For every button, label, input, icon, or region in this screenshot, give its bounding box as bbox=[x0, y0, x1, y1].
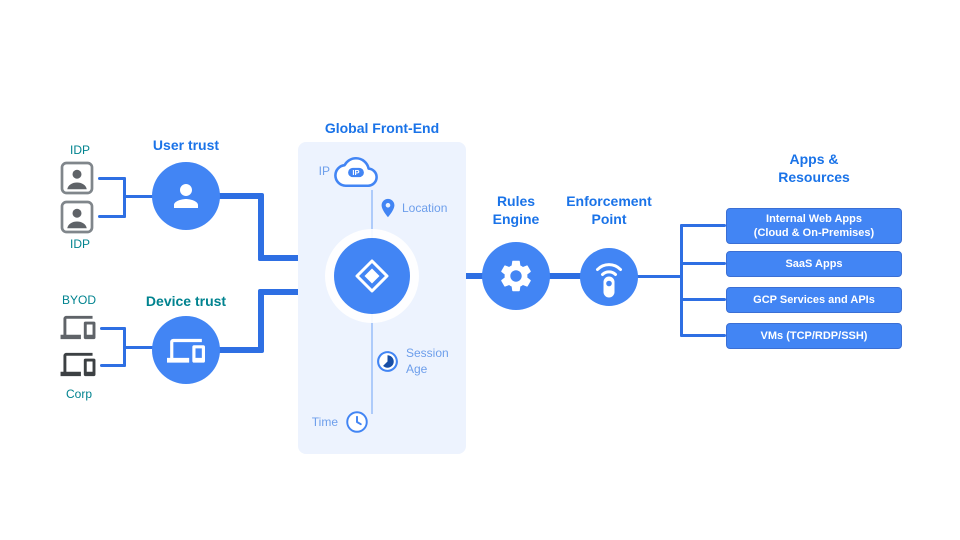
bracket-line bbox=[680, 334, 726, 337]
connector-line bbox=[98, 177, 126, 180]
app-item-gcp-services[interactable]: GCP Services and APIs bbox=[726, 287, 902, 313]
flow-line-main bbox=[546, 273, 584, 279]
ip-cloud-icon: IP bbox=[334, 156, 378, 188]
time-label: Time bbox=[311, 415, 338, 429]
device-trust-node bbox=[152, 316, 220, 384]
remote-signal-icon bbox=[596, 263, 622, 298]
session-age-icon bbox=[377, 351, 398, 372]
device-trust-label: Device trust bbox=[145, 293, 227, 309]
idp-user-icon bbox=[60, 200, 94, 234]
connector-line bbox=[123, 195, 157, 198]
gear-icon bbox=[501, 260, 531, 292]
byod-devices-icon bbox=[60, 315, 96, 340]
apps-resources-title: Apps & Resources bbox=[778, 151, 850, 186]
session-age-label: Session Age bbox=[406, 346, 449, 376]
location-label: Location bbox=[402, 201, 448, 215]
corp-label: Corp bbox=[66, 387, 93, 401]
user-trust-label: User trust bbox=[152, 137, 220, 153]
bracket-line bbox=[634, 275, 683, 278]
connector-line bbox=[100, 327, 126, 330]
user-trust-node bbox=[152, 162, 220, 230]
byod-label: BYOD bbox=[62, 293, 97, 307]
rules-engine-label: Rules Engine bbox=[492, 193, 540, 228]
global-front-end-title: Global Front-End bbox=[324, 120, 440, 136]
idp-user-icon bbox=[60, 161, 94, 195]
ip-badge-text: IP bbox=[352, 168, 359, 177]
connector-line bbox=[98, 215, 126, 218]
enforcement-point-node bbox=[580, 248, 638, 306]
flow-line-device bbox=[214, 347, 262, 353]
diamond-icon bbox=[355, 259, 389, 293]
bracket-line bbox=[680, 224, 726, 227]
flow-line-user bbox=[258, 193, 264, 261]
corp-devices-icon bbox=[60, 352, 96, 377]
app-item-saas-apps[interactable]: SaaS Apps bbox=[726, 251, 902, 277]
idp-bottom-label: IDP bbox=[70, 237, 91, 251]
bracket-line bbox=[680, 298, 726, 301]
devices-icon bbox=[167, 338, 205, 363]
app-item-internal-web-apps[interactable]: Internal Web Apps (Cloud & On-Premises) bbox=[726, 208, 902, 244]
person-icon bbox=[174, 184, 198, 208]
rules-engine-node bbox=[482, 242, 550, 310]
bracket-line bbox=[680, 262, 726, 265]
connector-line bbox=[100, 364, 126, 367]
flow-line-device bbox=[258, 291, 264, 353]
flow-line-user bbox=[214, 193, 262, 199]
idp-top-label: IDP bbox=[70, 143, 91, 157]
context-aware-access-node bbox=[334, 238, 410, 314]
time-clock-icon bbox=[346, 411, 368, 433]
location-pin-icon bbox=[381, 198, 395, 218]
enforcement-point-label: Enforcement Point bbox=[566, 193, 652, 228]
app-item-vms[interactable]: VMs (TCP/RDP/SSH) bbox=[726, 323, 902, 349]
connector-line bbox=[123, 346, 157, 349]
bracket-line bbox=[680, 224, 683, 337]
ip-label: IP bbox=[318, 164, 330, 178]
